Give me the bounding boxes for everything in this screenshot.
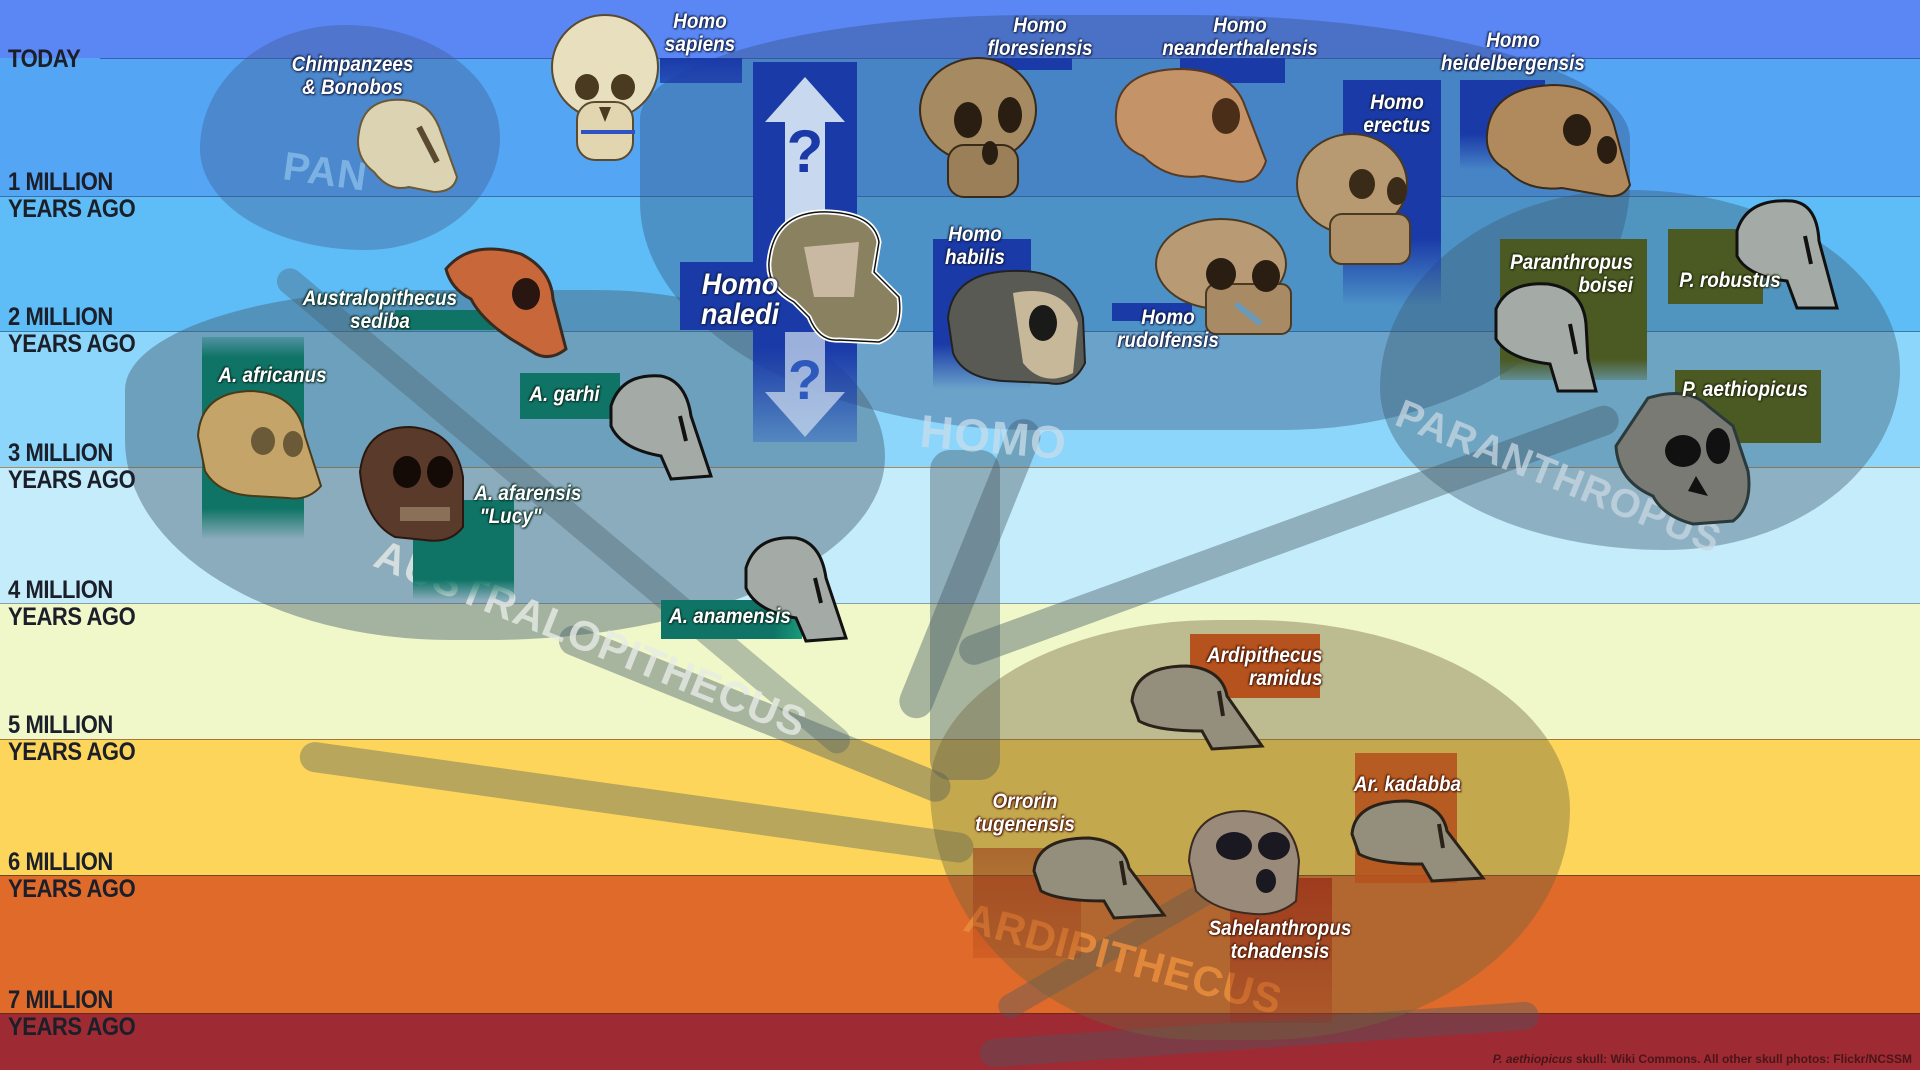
band-6-7m <box>0 875 1920 1013</box>
skull-homo-naledi <box>759 202 906 349</box>
question-mark-down: ? <box>787 348 823 411</box>
range-box-a-garhi <box>520 373 620 419</box>
skull-ar-kadabba-drawing <box>1347 796 1488 884</box>
skull-a-anamensis-drawing <box>741 533 851 647</box>
label-a-anamensis: A. anamensis <box>669 605 791 628</box>
skull-homo-floresiensis <box>918 55 1041 202</box>
skull-ar-ramidus-drawing <box>1127 661 1267 753</box>
skull-homo-erectus <box>1292 129 1427 269</box>
range-box-a-sediba <box>395 310 495 330</box>
skull-homo-heidelbergensis <box>1482 80 1635 202</box>
band-7m-plus <box>0 1013 1920 1070</box>
canopy-pan <box>200 25 500 250</box>
skull-p-boisei-drawing <box>1488 279 1604 398</box>
skull-p-aethiopicus <box>1608 386 1757 527</box>
line-5m <box>0 739 1920 740</box>
photo-credit: P. aethiopicus skull: Wiki Commons. All … <box>1492 1052 1912 1066</box>
line-7m <box>0 1013 1920 1014</box>
band-5-6m <box>0 739 1920 875</box>
skull-homo-rudolfensis <box>1151 214 1298 337</box>
skull-homo-sapiens <box>549 12 661 167</box>
time-label-today: TODAY <box>8 45 81 73</box>
label-a-afarensis: A. afarensis"Lucy" <box>474 482 582 528</box>
line-6m <box>0 875 1920 876</box>
label-a-africanus: A. africanus <box>218 364 327 387</box>
band-today <box>0 0 1920 58</box>
label-chimpanzees-bonobos: Chimpanzees& Bonobos <box>291 53 414 99</box>
skull-a-afarensis <box>355 422 468 545</box>
skull-a-sediba <box>441 239 569 361</box>
skull-chimpanzee <box>349 92 465 196</box>
line-4m <box>0 603 1920 604</box>
skull-p-robustus-drawing <box>1727 196 1843 316</box>
label-p-robustus: P. robustus <box>1679 269 1781 292</box>
skull-a-africanus <box>193 386 324 502</box>
skull-orrorin-drawing <box>1029 833 1169 921</box>
band-4-5m <box>0 603 1920 739</box>
line-3m <box>0 467 1920 468</box>
skull-homo-neanderthalensis <box>1108 61 1273 190</box>
up-arrow-icon <box>765 77 845 222</box>
question-mark-up: ? <box>786 118 824 185</box>
label-ar-kadabba: Ar. kadabba <box>1353 773 1462 796</box>
band-3-4m <box>0 467 1920 603</box>
down-arrow-icon <box>765 332 845 437</box>
skull-a-garhi-drawing <box>606 371 716 484</box>
range-box-homo-rudolfensis <box>1112 303 1192 321</box>
skull-homo-habilis <box>943 263 1090 392</box>
skull-sahelanthropus <box>1184 806 1304 918</box>
range-box-homo-sapiens <box>660 58 742 83</box>
label-a-garhi: A. garhi <box>529 383 600 406</box>
label-p-aethiopicus: P. aethiopicus <box>1682 378 1808 401</box>
